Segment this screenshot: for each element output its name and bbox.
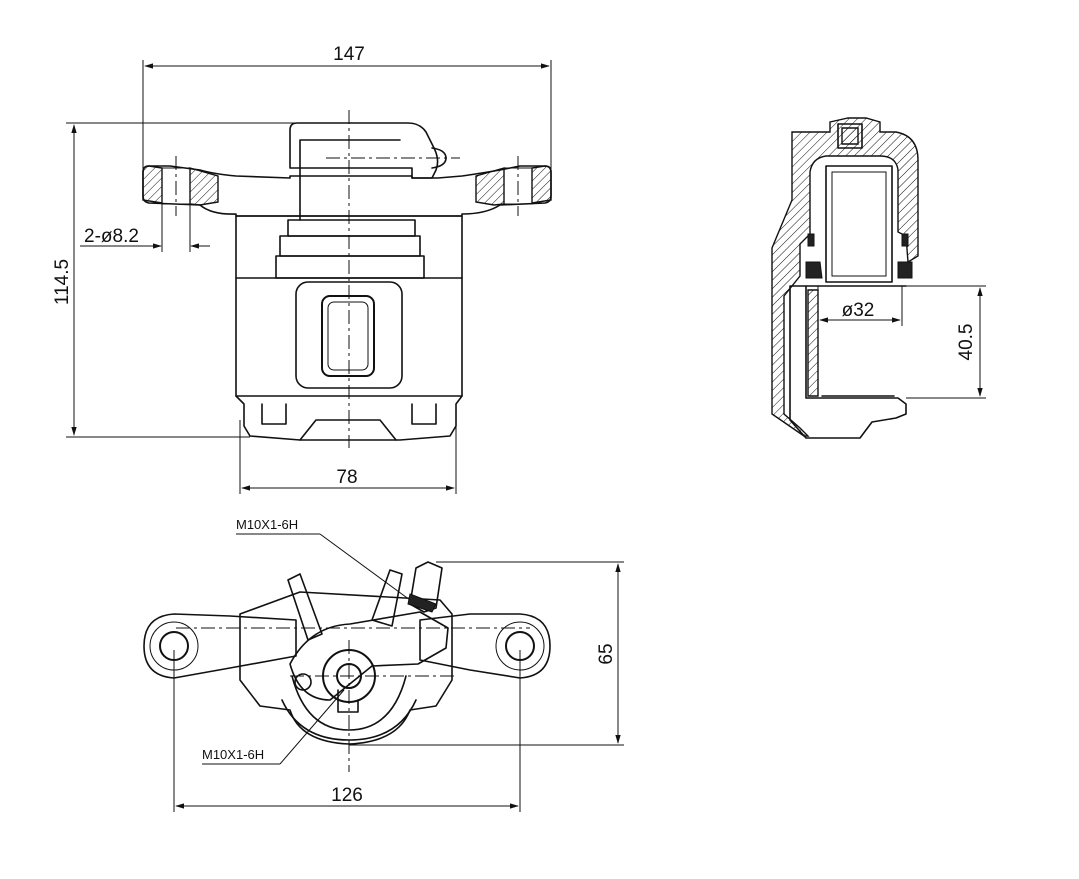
front-window-slot: [321, 295, 375, 377]
dim-40-5-label: 40.5: [956, 324, 977, 361]
front-window-slot-inner: [327, 301, 369, 371]
top-fin-left: [287, 573, 323, 641]
section-view: ø32 40.5: [771, 117, 986, 439]
section-cap-hatch: [841, 127, 859, 145]
top-spring-tab: [337, 689, 359, 713]
section-oring-right: [901, 233, 909, 247]
front-view: 147 114.5 2-ø8.2 78: [52, 44, 552, 494]
section-piston-inner: [831, 171, 887, 277]
top-arm-right: [419, 613, 551, 679]
dim-65-label: 65: [596, 643, 617, 664]
dim-hole-label: 2-ø8.2: [84, 226, 139, 247]
section-seal-left: [805, 261, 823, 279]
top-thread-note-lower: M10X1-6H: [202, 747, 264, 762]
top-arm-left: [143, 613, 297, 679]
top-thread-leader-upper: [319, 533, 411, 601]
front-cylinder-housing: [289, 122, 439, 179]
dim-bore-label: ø32: [842, 300, 875, 321]
front-ear-right-section: [531, 165, 552, 204]
front-housing-inner: [299, 139, 401, 221]
top-bleeder-thread: [407, 593, 437, 613]
front-ear-left-section: [142, 165, 163, 204]
top-thread-leader-lower: [279, 689, 345, 765]
dim-78-label: 78: [336, 467, 357, 488]
dim-126-label: 126: [331, 785, 363, 806]
section-seal-right: [897, 261, 913, 279]
top-body: [239, 591, 453, 745]
top-lever: [289, 611, 449, 701]
top-lever-pin: [294, 673, 312, 691]
section-piston: [825, 165, 893, 283]
top-piston-arc-2: [291, 675, 407, 731]
top-thread-note-upper: M10X1-6H: [236, 517, 298, 532]
front-collar-3: [275, 255, 425, 279]
top-fin-right: [371, 569, 403, 627]
section-lower-frame: [789, 285, 907, 439]
dim-114-5-label: 114.5: [52, 259, 73, 305]
front-collar-2: [279, 235, 421, 257]
front-collar-1: [287, 219, 416, 237]
section-pad-hatch: [807, 289, 819, 397]
front-bottom-arch: [299, 419, 397, 441]
dim-147-label: 147: [333, 44, 365, 65]
section-cap: [837, 123, 863, 149]
section-housing: [771, 117, 919, 437]
front-feet: [261, 403, 437, 425]
top-view: M10X1-6H M10X1-6H 65 126: [143, 517, 624, 812]
section-oring-left: [807, 233, 815, 247]
